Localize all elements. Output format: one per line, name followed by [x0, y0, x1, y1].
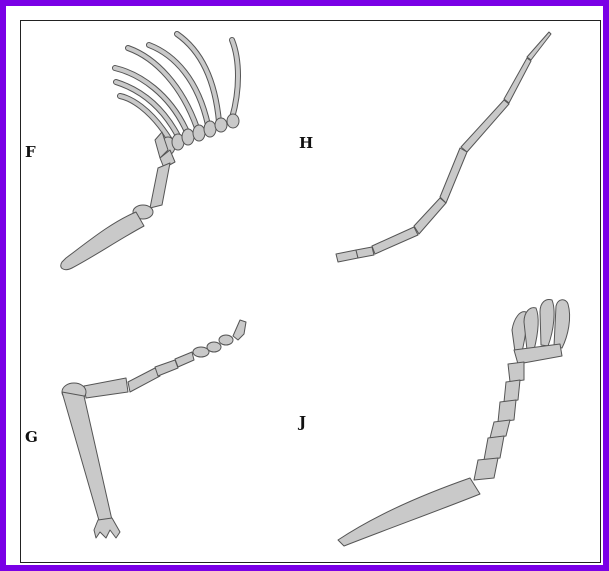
limb-f [61, 34, 239, 270]
limb-h [336, 32, 551, 262]
limb-j [338, 300, 570, 547]
limb-g [62, 320, 246, 538]
